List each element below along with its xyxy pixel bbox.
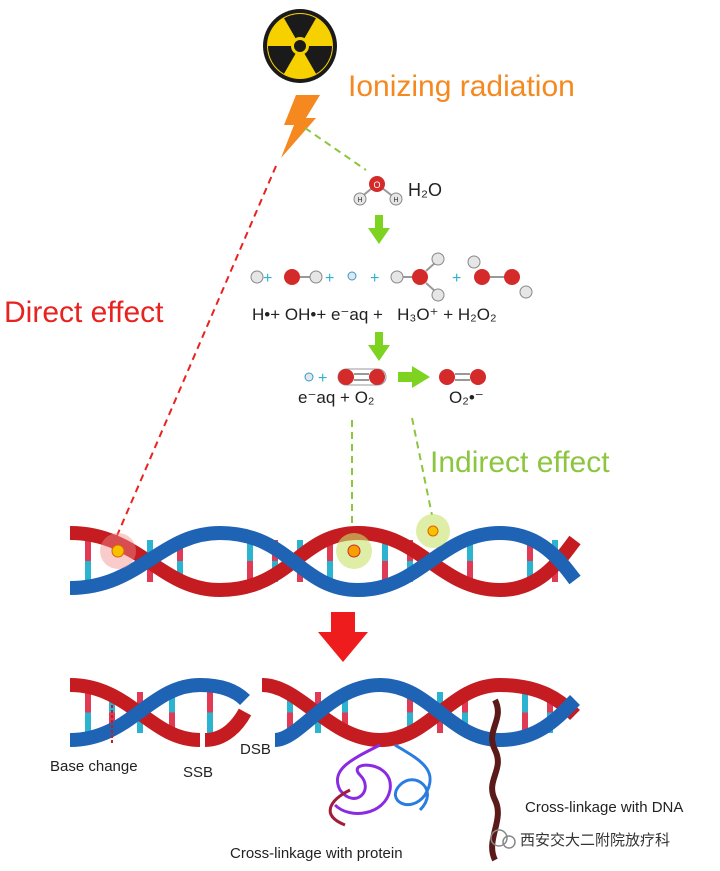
base-pair-rung — [85, 540, 91, 561]
oxygen-reaction-icons: + — [304, 366, 486, 388]
base-pair-rung — [169, 692, 175, 713]
base-pair-rung — [437, 692, 443, 713]
radiation-hazard-icon — [263, 9, 337, 83]
dna-helix-damaged — [69, 677, 580, 748]
crosslink-dna-label: Cross-linkage with DNA — [525, 799, 683, 816]
water-formula: H₂O — [408, 180, 442, 200]
indirect-dashed-line-2 — [411, 417, 433, 516]
dsb-label: DSB — [240, 741, 271, 758]
base-pair-rung — [287, 712, 293, 733]
base-pair-rung — [522, 692, 528, 713]
watermark-text: 西安交大二附院放疗科 — [520, 831, 670, 849]
base-pair-rung — [85, 692, 91, 713]
base-pair-rung — [169, 712, 175, 733]
base-pair-rung — [147, 561, 153, 582]
superoxide-product: O₂•⁻ — [449, 388, 484, 407]
direct-hit-marker — [100, 533, 136, 569]
green-arrow-down-2 — [368, 332, 390, 361]
radiolysis-products-formula: H•+ OH•+ e⁻aq + H₃O⁺ + H₂O₂ — [252, 305, 497, 324]
base-pair-rung — [137, 692, 143, 713]
dna-crosslink-strand — [489, 698, 501, 862]
base-pair-rung — [467, 540, 473, 561]
base-pair-rung — [207, 712, 213, 733]
base-pair-rung — [315, 692, 321, 713]
svg-text:+: + — [370, 270, 379, 287]
base-pair-rung — [382, 540, 388, 561]
base-pair-rung — [177, 561, 183, 582]
indirect-hit-marker-2 — [416, 514, 450, 548]
svg-text:+: + — [452, 270, 461, 287]
direct-effect-dashed-line — [115, 165, 277, 539]
base-pair-rung — [85, 561, 91, 582]
base-pair-rung — [437, 712, 443, 733]
direct-effect-label: Direct effect — [4, 296, 164, 329]
base-pair-rung — [315, 712, 321, 733]
ionizing-radiation-title: Ionizing radiation — [348, 70, 575, 103]
svg-text:H: H — [357, 197, 362, 204]
ssb-label: SSB — [183, 764, 213, 781]
svg-text:H: H — [393, 197, 398, 204]
base-pair-rung — [247, 561, 253, 582]
base-pair-rung — [247, 540, 253, 561]
protein-crosslink-icon — [328, 743, 432, 827]
base-pair-rung — [522, 712, 528, 733]
svg-text:O: O — [373, 180, 380, 190]
green-arrow-down-1 — [368, 215, 390, 244]
base-pair-rung — [207, 692, 213, 713]
base-pair-rung — [527, 561, 533, 582]
base-pair-rung — [467, 561, 473, 582]
svg-text:+: + — [325, 270, 334, 287]
indirect-effect-label: Indirect effect — [430, 446, 610, 479]
indirect-hit-marker-1 — [336, 533, 372, 569]
oxygen-reactants: e⁻aq + O₂ — [298, 388, 375, 407]
base-pair-rung — [527, 540, 533, 561]
water-molecule: O H H — [353, 176, 403, 206]
radiolysis-products-icons: + + + + — [250, 252, 533, 302]
base-pair-rung — [85, 712, 91, 733]
base-pair-rung — [342, 712, 348, 733]
base-change-label: Base change — [50, 758, 138, 775]
base-pair-rung — [137, 712, 143, 733]
base-pair-rung — [342, 692, 348, 713]
base-pair-rung — [177, 540, 183, 561]
lightning-bolt-icon — [281, 95, 320, 158]
dna-helix-intact — [69, 514, 581, 598]
base-pair-rung — [147, 540, 153, 561]
wechat-watermark: 西安交大二附院放疗科 — [490, 829, 670, 849]
crosslink-protein-label: Cross-linkage with protein — [230, 845, 403, 862]
base-pair-rung — [407, 712, 413, 733]
radiation-to-water-dashed-line — [304, 127, 367, 171]
base-pair-rung — [407, 692, 413, 713]
svg-text:+: + — [263, 270, 272, 287]
svg-text:+: + — [318, 370, 327, 387]
base-pair-rung — [327, 540, 333, 561]
base-pair-rung — [287, 692, 293, 713]
red-arrow-down — [318, 612, 368, 662]
base-pair-rung — [327, 561, 333, 582]
base-pair-rung — [382, 561, 388, 582]
